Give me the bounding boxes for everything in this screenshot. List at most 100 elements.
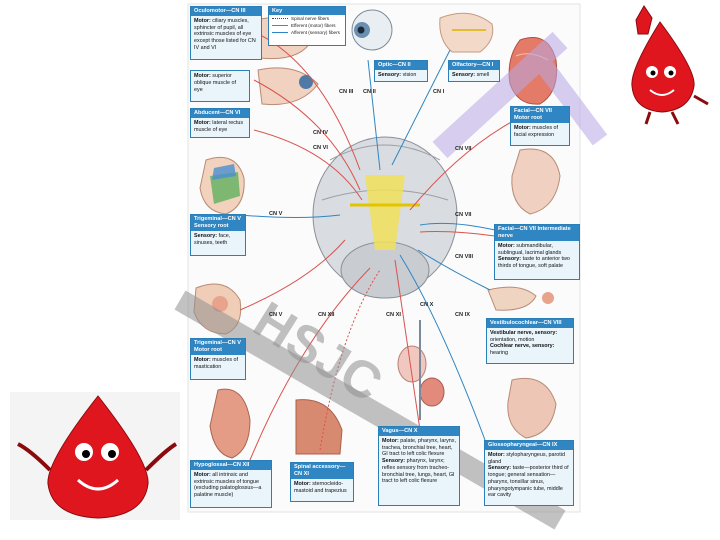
nerve-label-cn-xii: CN XII — [318, 312, 335, 318]
box-line-label: Sensory: — [378, 71, 402, 78]
box-line-text: lateral rectus muscle of eye — [194, 119, 244, 133]
box-body: Motor: superior oblique muscle of eye — [191, 71, 249, 95]
nerve-label-cn-i: CN I — [433, 89, 445, 95]
box-line: Motor: stylopharyngeus, parotid gland — [488, 452, 570, 466]
box-line-text: hearing — [490, 350, 508, 357]
box-line-label: Vestibular nerve, sensory: — [490, 329, 558, 336]
box-line-label: Sensory: — [382, 458, 406, 465]
box-trochlear: Motor: superior oblique muscle of eye — [190, 70, 250, 102]
trapezius-illustration — [295, 399, 343, 455]
box-title: Abducent—CN VI — [191, 109, 249, 118]
box-title: Olfactory—CN I — [449, 61, 499, 70]
nerve-label-cn-v-upper: CN V — [269, 211, 283, 217]
box-line-text: muscles of facial expression — [514, 124, 559, 138]
box-line: Sensory: smell — [452, 72, 496, 79]
box-body: Motor: all intrinsic and extrinsic muscl… — [191, 470, 271, 501]
nerve-label-cn-vii-lower: CN VII — [455, 212, 472, 218]
legend-label: Efferent (motor) fibers — [291, 23, 336, 28]
box-title: Optic—CN II — [375, 61, 427, 70]
box-line-label: Motor: — [194, 73, 211, 79]
box-line-label: Sensory: — [194, 232, 218, 239]
box-line-text: taste—posterior third of tongue; general… — [488, 465, 569, 499]
box-body: Sensory: vision — [375, 70, 427, 81]
nerve-label-cn-iii: CN III — [339, 89, 354, 95]
nerve-lines — [239, 29, 516, 461]
box-title: Facial—CN VII Motor root — [511, 107, 569, 123]
box-oculomotor: Oculomotor—CN III Motor: ciliary muscles,… — [190, 6, 262, 60]
box-line: Vestibular nerve, sensory: orientation, … — [490, 330, 570, 344]
box-line-label: Sensory: — [498, 256, 522, 263]
box-line: Sensory: taste—posterior third of tongue… — [488, 465, 570, 499]
legend-title: Key — [269, 7, 345, 15]
box-hypoglossal: Hypoglossal—CN XII Motor: all intrinsic a… — [190, 460, 272, 508]
nerve-label-cn-ii: CN II — [363, 89, 376, 95]
legend-swatch — [272, 32, 288, 33]
box-line-text: vision — [401, 71, 417, 78]
box-line-text: smell — [475, 71, 490, 78]
box-body: Motor: sternocleido-mastoid and trapeziu… — [291, 479, 353, 497]
box-line-text: taste to anterior two thirds of tongue, … — [498, 256, 570, 270]
legend-row-1: Efferent (motor) fibers — [269, 22, 345, 29]
box-body: Sensory: smell — [449, 70, 499, 81]
box-line-label: Cochlear nerve, sensory: — [490, 343, 555, 350]
legend-key: Key Spinal nerve fibers Efferent (motor)… — [268, 6, 346, 46]
eye-illustration — [351, 9, 393, 51]
box-line-text: superior oblique muscle of eye — [194, 73, 236, 93]
box-title: Hypoglossal—CN XII — [191, 461, 271, 470]
box-line-label: Motor: — [194, 119, 211, 126]
blood-drop-mascot-bottom — [10, 392, 180, 520]
box-line: Sensory: face, sinuses, teeth — [194, 233, 242, 247]
nerve-label-cn-x: CN X — [420, 302, 434, 308]
box-line: Motor: all intrinsic and extrinsic muscl… — [194, 472, 268, 499]
nerve-label-cn-viii: CN VIII — [455, 254, 474, 260]
box-line: Motor: muscles of facial expression — [514, 125, 566, 139]
box-line-text: face, sinuses, teeth — [194, 232, 231, 246]
box-title: Trigeminal—CN V Motor root — [191, 339, 245, 355]
box-line-text: sternocleido-mastoid and trapezius — [294, 480, 347, 494]
box-line-text: ciliary muscles, sphincter of pupil, all… — [194, 17, 256, 51]
box-title: Vestibulocochlear—CN VIII — [487, 319, 573, 328]
box-body: Vestibular nerve, sensory: orientation, … — [487, 328, 573, 359]
box-line-text: orientation, motion — [490, 336, 535, 343]
box-line-label: Motor: — [498, 242, 515, 249]
trigeminal-face-illustration — [199, 156, 245, 215]
box-line-label: Sensory: — [452, 71, 476, 78]
box-line-text: pharynx, larynx; reflex sensory from tra… — [382, 458, 455, 485]
nerve-label-cn-iv: CN IV — [313, 130, 328, 136]
box-line: Sensory: pharynx, larynx; reflex sensory… — [382, 458, 456, 485]
box-line-text: muscles of mastication — [194, 356, 239, 370]
box-line-label: Motor: — [194, 356, 211, 363]
nerve-label-cn-vi: CN VI — [313, 145, 328, 151]
box-title: Vagus—CN X — [379, 427, 459, 436]
box-line-text: all intrinsic and extrinsic muscles of t… — [194, 471, 262, 499]
box-line: Motor: submandibular, sublingual, lacrim… — [498, 243, 576, 257]
ear-illustration — [487, 286, 554, 311]
box-line-label: Motor: — [294, 480, 311, 487]
box-line: Motor: sternocleido-mastoid and trapeziu… — [294, 481, 350, 495]
nerve-label-cn-v-lower: CN V — [269, 312, 283, 318]
box-line-label: Motor: — [488, 451, 505, 458]
box-title: Oculomotor—CN III — [191, 7, 261, 16]
box-line: Motor: ciliary muscles, sphincter of pup… — [194, 18, 258, 52]
legend-label: Afferent (sensory) fibers — [291, 30, 340, 35]
legend-swatch — [272, 18, 288, 19]
olfactory-illustration — [439, 12, 494, 53]
box-title: Trigeminal—CN V Sensory root — [191, 215, 245, 231]
nerve-label-cn-vii-upper: CN VII — [455, 146, 472, 152]
box-line: Sensory: vision — [378, 72, 424, 79]
box-line: Sensory: taste to anterior two thirds of… — [498, 256, 576, 270]
blood-drop-mascot-top — [631, 5, 709, 125]
box-line: Motor: superior oblique muscle of eye — [194, 73, 246, 93]
box-body: Sensory: face, sinuses, teeth — [191, 231, 245, 249]
box-body: Motor: submandibular, sublingual, lacrim… — [495, 241, 579, 272]
box-line: Motor: palate, pharynx, larynx, trachea,… — [382, 438, 456, 458]
